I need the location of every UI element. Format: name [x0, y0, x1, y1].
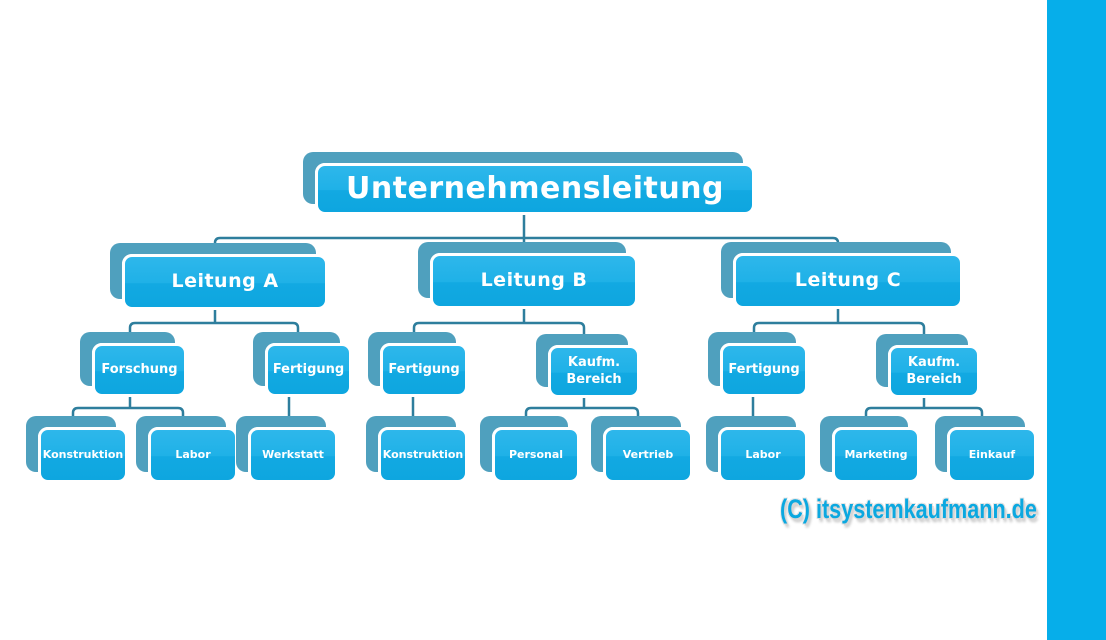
connector-leitung-a-children: [128, 308, 300, 340]
org-node-label: Labor: [175, 448, 211, 462]
org-node-label: Fertigung: [388, 361, 460, 377]
connector-root-to-leitungen: [213, 214, 840, 250]
org-node-marketing: Marketing: [832, 427, 920, 483]
org-node-label: Labor: [745, 448, 781, 462]
org-node-labor-a: Labor: [148, 427, 238, 483]
org-node-labor-c: Labor: [718, 427, 808, 483]
org-node-label: Marketing: [844, 448, 908, 462]
org-node-konstruktion-b: Konstruktion: [378, 427, 468, 483]
org-node-forschung: Forschung: [92, 343, 187, 397]
org-node-personal: Personal: [492, 427, 580, 483]
org-node-leitung-c: Leitung C: [733, 253, 963, 309]
org-node-konstruktion-a: Konstruktion: [38, 427, 128, 483]
org-node-label: Unternehmensleitung: [345, 171, 725, 207]
connector-forschung-children: [71, 395, 185, 424]
org-node-einkauf: Einkauf: [947, 427, 1037, 483]
org-node-label: Konstruktion: [382, 448, 464, 462]
connector-leitung-c-children: [752, 307, 926, 342]
org-node-label: Personal: [508, 448, 564, 462]
org-node-label: Leitung A: [171, 270, 279, 293]
org-node-leitung-a: Leitung A: [122, 254, 328, 310]
org-node-kaufm-bereich-c: Kaufm. Bereich: [888, 345, 980, 398]
org-node-label: Forschung: [101, 361, 178, 377]
org-node-vertrieb: Vertrieb: [603, 427, 693, 483]
org-node-label: Konstruktion: [42, 448, 124, 462]
org-node-label: Einkauf: [968, 448, 1016, 462]
org-node-fertigung-a: Fertigung: [265, 343, 352, 397]
org-node-fertigung-c: Fertigung: [720, 343, 808, 397]
org-node-kaufm-bereich-b: Kaufm. Bereich: [548, 345, 640, 398]
org-node-unternehmensleitung: Unternehmensleitung: [315, 163, 755, 215]
org-node-label: Fertigung: [728, 361, 800, 377]
org-node-label: Werkstatt: [262, 448, 324, 462]
org-node-label: Leitung B: [480, 269, 588, 292]
org-node-label: Kaufm. Bereich: [566, 355, 622, 387]
org-node-label: Kaufm. Bereich: [906, 355, 962, 387]
org-node-leitung-b: Leitung B: [430, 253, 638, 309]
copyright-watermark: (C) itsystemkaufmann.de: [780, 494, 1037, 524]
org-node-label: Leitung C: [794, 269, 902, 292]
connector-kaufm-b-children: [524, 396, 640, 424]
org-node-werkstatt: Werkstatt: [248, 427, 338, 483]
right-accent-bar: [1047, 0, 1106, 640]
org-node-label: Fertigung: [272, 361, 345, 377]
org-node-fertigung-b: Fertigung: [380, 343, 468, 397]
connector-kaufm-c-children: [864, 396, 984, 424]
connector-leitung-b-children: [412, 307, 586, 342]
org-node-label: Vertrieb: [622, 448, 674, 462]
